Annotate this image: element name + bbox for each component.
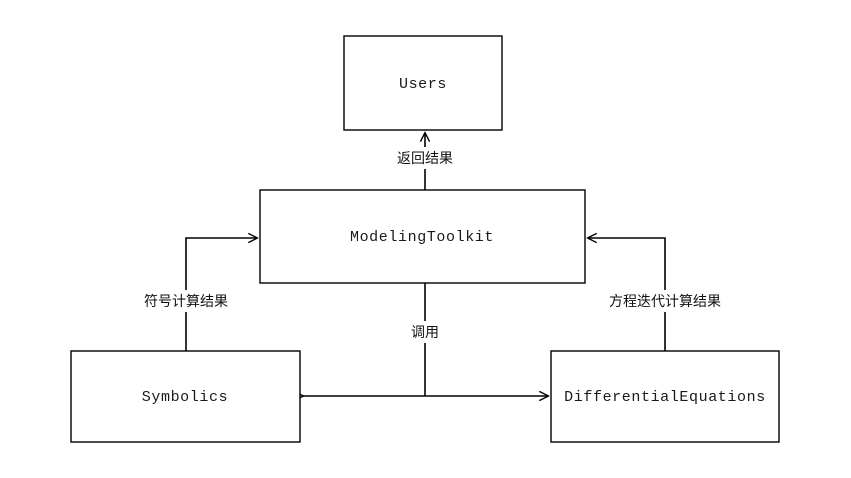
- node-label-differentialequations: DifferentialEquations: [564, 389, 766, 406]
- edge-label-return-result: 返回结果: [397, 151, 453, 167]
- node-symbolics[interactable]: Symbolics: [70, 350, 301, 443]
- edge-label-backdrop-equation-iteration-result: [589, 290, 742, 312]
- node-users[interactable]: Users: [343, 35, 503, 131]
- edge-label-backdrop-call: [404, 321, 446, 343]
- node-box-differentialequations[interactable]: [550, 350, 780, 443]
- edge-label-call: 调用: [411, 325, 439, 341]
- node-label-symbolics: Symbolics: [142, 389, 228, 406]
- node-differentialequations[interactable]: DifferentialEquations: [550, 350, 780, 443]
- edge-symbolics-to-mtk: 符号计算结果: [128, 238, 257, 351]
- node-box-symbolics[interactable]: [70, 350, 301, 443]
- node-label-modelingtoolkit: ModelingToolkit: [350, 229, 494, 246]
- edges-layer: 返回结果 符号计算结果 方程迭代计算结果 调用: [128, 133, 742, 396]
- nodes-layer: Users ModelingToolkit Symbolics Differen…: [70, 35, 780, 443]
- edge-label-equation-iteration-result: 方程迭代计算结果: [609, 294, 721, 310]
- edge-label-symbolic-result: 符号计算结果: [144, 294, 228, 310]
- edge-mtk-to-users: 返回结果: [390, 133, 460, 190]
- edge-line-equation-iteration-result: [588, 238, 666, 351]
- edge-line-symbolic-result: [185, 238, 257, 351]
- edge-label-backdrop-symbolic-result: [128, 290, 245, 312]
- node-modelingtoolkit[interactable]: ModelingToolkit: [259, 189, 586, 284]
- node-box-modelingtoolkit[interactable]: [259, 189, 586, 284]
- node-label-users: Users: [399, 76, 447, 93]
- node-box-users[interactable]: [343, 35, 503, 131]
- edge-diffeq-to-mtk: 方程迭代计算结果: [588, 238, 742, 351]
- edge-label-backdrop-return-result: [390, 147, 460, 169]
- edge-mtk-call-bus: 调用: [404, 283, 446, 396]
